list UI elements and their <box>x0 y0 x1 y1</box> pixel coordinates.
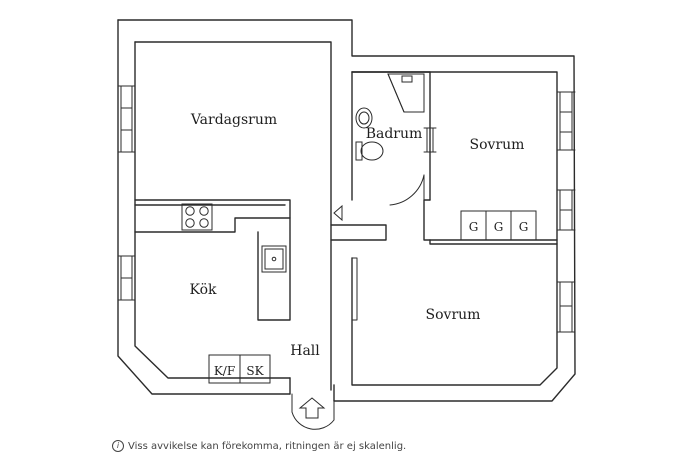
room-label-sovrum-top: Sovrum <box>470 137 525 153</box>
footer-disclaimer: i Viss avvikelse kan förekomma, ritninge… <box>112 440 406 452</box>
room-label-vardagsrum: Vardagsrum <box>190 112 277 128</box>
room-label-kok: Kök <box>190 282 218 298</box>
kitchen-sink <box>261 245 287 273</box>
closet-2-label: G <box>494 220 504 234</box>
info-icon: i <box>112 440 124 452</box>
outer-walls <box>117 19 576 402</box>
closet-1-label: G <box>469 220 479 234</box>
closet-3 <box>510 210 537 241</box>
windows <box>117 85 576 333</box>
kf-label: K/F <box>214 364 235 378</box>
sk-label: SK <box>246 364 264 378</box>
room-label-sovrum-bottom: Sovrum <box>426 307 481 323</box>
closet-3-label: G <box>519 220 529 234</box>
sk-cabinet <box>239 354 271 384</box>
arrows <box>291 204 343 430</box>
bathroom-fixtures <box>355 73 425 161</box>
hall-cabinets: K/F SK <box>208 354 271 384</box>
closets: G G G <box>460 210 537 241</box>
room-label-hall: Hall <box>290 343 320 359</box>
room-labels: Vardagsrum Badrum Sovrum Kök Hall Sovrum <box>190 112 525 359</box>
room-label-badrum: Badrum <box>366 126 423 142</box>
disclaimer-text: Viss avvikelse kan förekomma, ritningen … <box>128 440 407 452</box>
stove <box>181 203 213 231</box>
